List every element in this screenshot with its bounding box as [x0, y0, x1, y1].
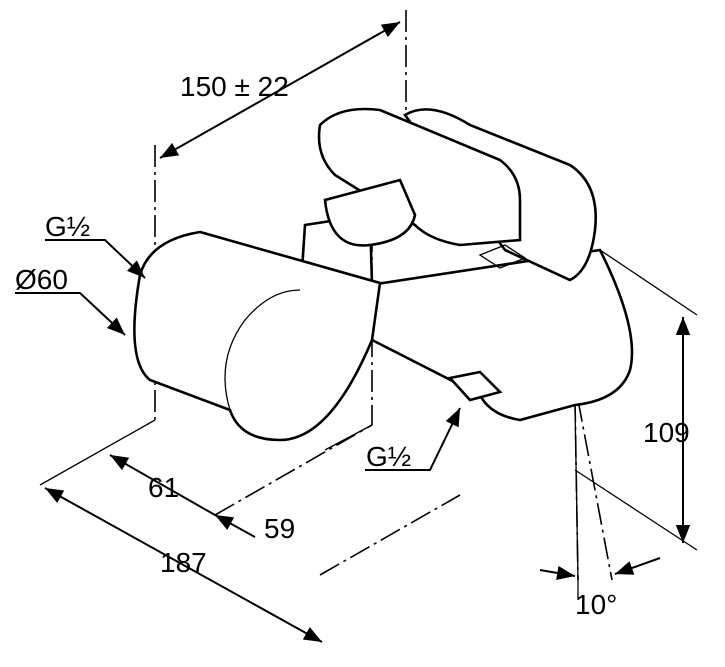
- label-outlet-thread: G½: [366, 441, 411, 472]
- dim-height: 109: [643, 417, 690, 448]
- dimension-lines: [39, 21, 698, 643]
- dim-overall-depth: 187: [160, 547, 207, 578]
- label-diameter: Ø60: [15, 264, 68, 295]
- dim-projection: 150 ± 22: [180, 71, 289, 102]
- faucet-body: [133, 107, 634, 442]
- dim-angle: 10°: [575, 589, 617, 620]
- leaders: [15, 239, 461, 471]
- dim-depth-outlet: 59: [264, 513, 295, 544]
- label-inlet-thread: G½: [45, 211, 90, 242]
- dim-depth-inlet: 61: [148, 472, 179, 503]
